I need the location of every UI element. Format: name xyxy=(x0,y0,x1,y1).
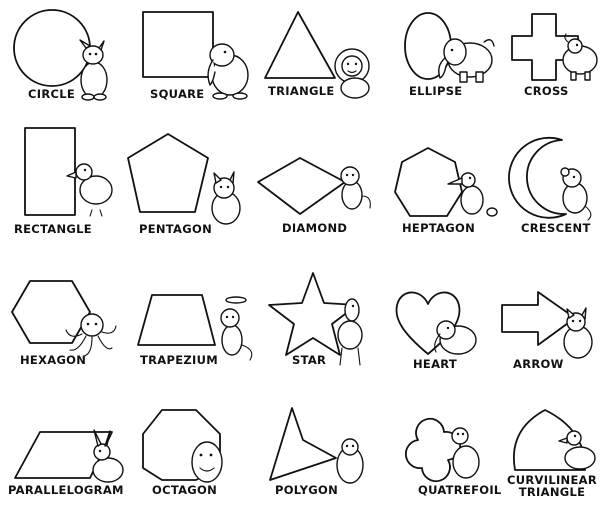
label-pentagon: PENTAGON xyxy=(139,222,213,236)
sheep-cartoon xyxy=(562,33,598,81)
label-quatrefoil: QUATREFOIL xyxy=(418,483,502,497)
label-curvilinear-line2: TRIANGLE xyxy=(518,485,586,499)
polygon-shape xyxy=(269,407,337,481)
cat-cartoon-2 xyxy=(563,307,593,359)
label-heptagon: HEPTAGON xyxy=(402,221,476,235)
label-polygon: POLYGON xyxy=(275,483,339,497)
horse-cartoon xyxy=(337,298,363,366)
label-crescent: CRESCENT xyxy=(521,221,591,235)
label-trapezium: TRAPEZIUM xyxy=(140,353,218,367)
elephant-cartoon-2 xyxy=(438,38,495,83)
penguin-cartoon xyxy=(191,441,223,483)
toucan-cartoon xyxy=(447,172,498,217)
turtle-cartoon xyxy=(451,427,480,479)
trapezium-shape xyxy=(137,294,216,346)
label-octagon: OCTAGON xyxy=(152,483,218,497)
elephant-cartoon xyxy=(207,43,249,100)
label-parallelogram: PARALLELOGRAM xyxy=(8,483,124,497)
label-diamond: DIAMOND xyxy=(282,221,348,235)
square-shape xyxy=(142,11,214,78)
diamond-shape xyxy=(257,157,346,215)
cat-cartoon xyxy=(211,171,241,225)
mouse-cartoon xyxy=(560,167,592,221)
hexagon-shape xyxy=(11,280,91,344)
rectangle-shape xyxy=(24,127,76,216)
label-triangle: TRIANGLE xyxy=(268,84,335,98)
lion-cartoon xyxy=(334,48,370,99)
elephant-cartoon-3 xyxy=(434,320,477,355)
circle-shape xyxy=(13,9,91,87)
label-ellipse: ELLIPSE xyxy=(409,84,463,98)
arrow-shape xyxy=(501,291,576,346)
monkey-cartoon xyxy=(340,166,371,210)
pentagon-shape xyxy=(127,133,209,213)
label-hexagon: HEXAGON xyxy=(20,353,87,367)
dog-cartoon xyxy=(79,39,108,101)
crescent-shape xyxy=(508,136,567,219)
octopus-cartoon xyxy=(65,313,117,357)
label-circle: CIRCLE xyxy=(28,87,75,101)
bird-cartoon xyxy=(66,163,113,217)
label-curvilinear-line1: CURVILINEAR xyxy=(507,473,597,487)
triangle-shape xyxy=(264,11,336,79)
cross-shape xyxy=(511,13,579,81)
rabbit-cartoon xyxy=(92,429,124,483)
label-arrow: ARROW xyxy=(513,357,564,371)
label-square: SQUARE xyxy=(150,87,205,101)
duck-cartoon xyxy=(558,430,596,470)
parallelogram-shape xyxy=(14,431,113,479)
quatrefoil-shape xyxy=(404,417,462,483)
label-star: STAR xyxy=(292,353,327,367)
label-curvilinear-triangle: CURVILINEAR TRIANGLE xyxy=(502,474,602,498)
heptagon-shape xyxy=(394,147,463,217)
label-cross: CROSS xyxy=(524,84,569,98)
monkey-cartoon-2 xyxy=(220,296,253,361)
hamster-cartoon xyxy=(336,438,364,484)
label-rectangle: RECTANGLE xyxy=(14,222,92,236)
label-heart: HEART xyxy=(413,357,458,371)
